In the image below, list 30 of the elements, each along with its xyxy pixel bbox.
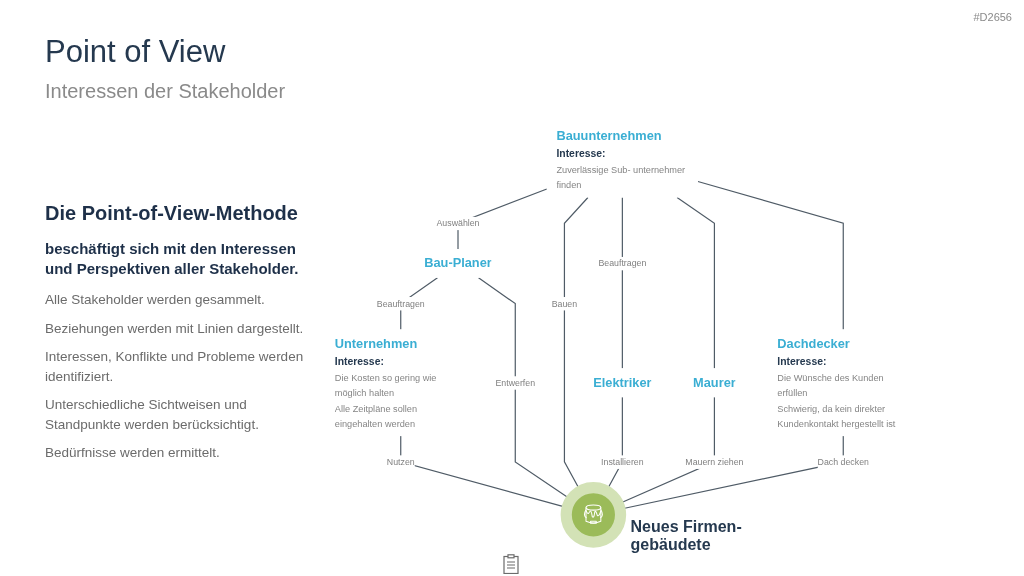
- connector: [676, 196, 715, 369]
- body-text: Alle Stakeholder werden gesammelt.: [45, 291, 266, 309]
- node-circle: [560, 482, 627, 548]
- edge-label: Beauftragen: [598, 258, 647, 269]
- body-text: Beziehungen werden mit Linien dargestellt.: [45, 319, 305, 338]
- edge-label: Entwerfen: [495, 377, 536, 388]
- connector: [621, 196, 623, 369]
- node-text: Elektriker: [593, 375, 652, 390]
- node-text: Unternehmen Interesse: Die Kosten so gering wie möglich halten Alle Zeitpläne sollen eingehalten werden: [334, 336, 437, 429]
- edge-label: Dach decken: [817, 456, 869, 467]
- node-text: Dachdecker Interesse: Die Wünsche des Kunden erfüllen Schwierig, da kein direkter Kundenkontakt hergestellt ist: [777, 336, 896, 429]
- slide-title: Point of View: [45, 34, 226, 70]
- node-text: Bau-Planer: [424, 256, 492, 270]
- section-heading: Die Point-of-View-Methode: [45, 202, 299, 225]
- lead-text: beschäftigt sich mit den Interessen und Perspektiven aller Stakeholder.: [45, 239, 300, 278]
- edge-label: Auswählen: [436, 218, 480, 228]
- connector: [697, 180, 844, 330]
- body-text: Bedürfnisse werden ermittelt.: [45, 444, 221, 463]
- body-text: Unterschiedliche Sichtweisen und Standpunkte werden berücksichtigt.: [45, 396, 260, 434]
- node-text: Maurer: [693, 375, 736, 390]
- edge-label: Mauern ziehen: [685, 456, 744, 467]
- reference-code: #D2656: [973, 11, 1012, 23]
- slide-subtitle: Interessen der Stakeholder: [45, 80, 286, 103]
- node-text: Bauunternehmen Interesse: Zuverlässige Sub- unternehmer finden: [556, 129, 686, 190]
- edge-label: Bauen: [551, 298, 578, 309]
- edge-label: Beauftragen: [376, 298, 425, 309]
- body-text: Interessen, Konflikte und Probleme werden identifiziert.: [45, 348, 305, 386]
- edge-label: Nutzen: [386, 456, 415, 467]
- node-caption: Neues Firmen- gebäudete: [630, 518, 743, 554]
- edge-label: Installieren: [601, 456, 644, 467]
